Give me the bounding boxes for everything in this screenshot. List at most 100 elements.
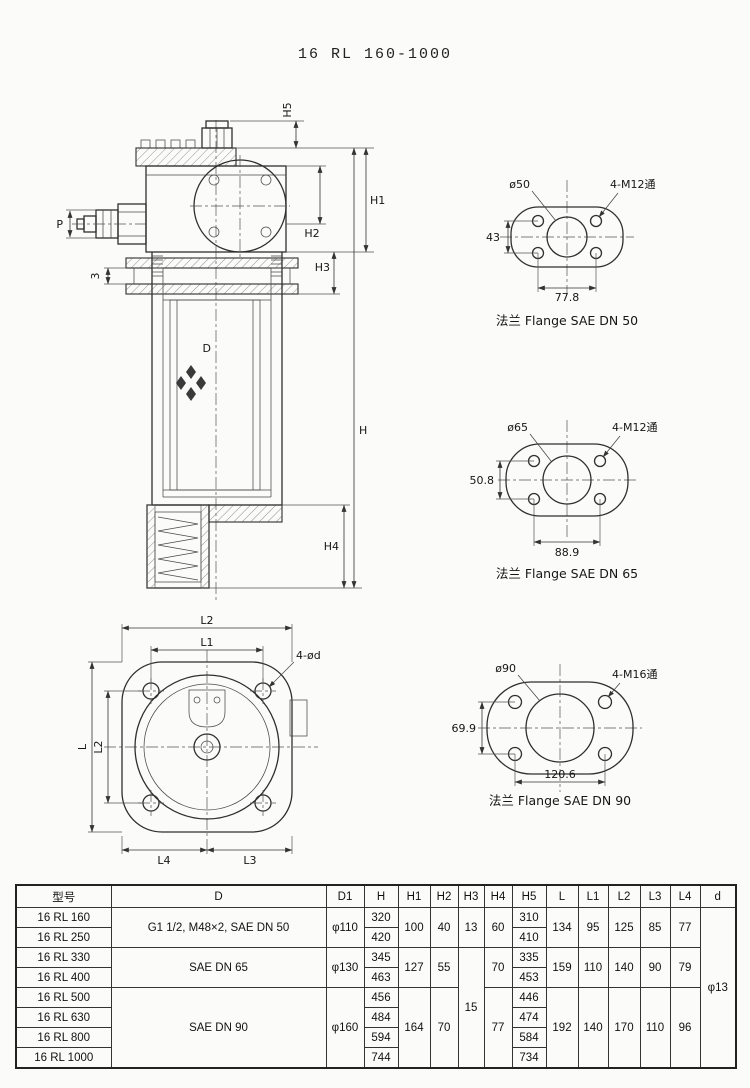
side-tab [289, 699, 308, 737]
cell-model: 16 RL 330 [15, 947, 112, 968]
bottom-view: L2 L1 L L2 L4 L3 4-ød [76, 614, 321, 867]
cell-model: 16 RL 160 [15, 907, 112, 928]
cell-L1: 140 [577, 987, 609, 1069]
cell-H1: 164 [397, 987, 431, 1069]
cell-model: 16 RL 630 [15, 1007, 112, 1028]
bolt-callout: 4-M12通 [610, 178, 655, 191]
dim-label-l: L [76, 743, 89, 750]
cell-H3: 13 [457, 907, 485, 948]
cell-H: 320 [363, 907, 399, 928]
cell-model: 16 RL 250 [15, 927, 112, 948]
cell-L3: 90 [639, 947, 671, 988]
col-header-L2: L2 [607, 884, 641, 908]
col-header-D: D [110, 884, 327, 908]
cell-L1: 95 [577, 907, 609, 948]
cell-H4: 60 [483, 907, 513, 948]
dim-label-l2-top: L2 [200, 614, 213, 627]
dim-label-h5: H5 [281, 102, 294, 117]
cell-H1: 127 [397, 947, 431, 988]
bore-label: ø50 [509, 178, 530, 191]
table-row: 16 RL 330 SAE DN 65 φ130 345 127 55 15 7… [15, 947, 736, 1069]
dim-label-p: P [56, 218, 63, 231]
cell-H2: 40 [429, 907, 459, 948]
col-header-H5: H5 [511, 884, 547, 908]
flange-dn50-view: ø50 4-M12通 43 77.8 法兰 Flange SAE DN 50 [486, 178, 655, 328]
cell-L: 159 [545, 947, 579, 988]
cell-H2: 55 [429, 947, 459, 988]
inlet-port [72, 203, 150, 245]
vdim-label: 50.8 [470, 474, 495, 487]
flange-caption: 法兰 Flange SAE DN 65 [496, 566, 638, 581]
cell-D: SAE DN 65 [110, 947, 327, 988]
col-header-L4: L4 [669, 884, 701, 908]
breather-fitting [201, 120, 233, 149]
top-tab [188, 689, 226, 728]
col-header-d: d [699, 884, 737, 908]
main-section-view: P 3 [56, 102, 385, 600]
cell-H5: 734 [511, 1047, 547, 1069]
cell-L3: 110 [639, 987, 671, 1069]
cell-L2: 140 [607, 947, 641, 988]
cell-D1: φ110 [325, 907, 365, 948]
hdim-label: 77.8 [555, 291, 580, 304]
bore-label: ø65 [507, 421, 528, 434]
cell-H5: 446 [511, 987, 547, 1008]
cell-model: 16 RL 400 [15, 967, 112, 988]
flange-dn65-view: ø65 4-M12通 50.8 88.9 法兰 Flange SAE DN 65 [470, 420, 657, 581]
cell-H: 744 [363, 1047, 399, 1069]
cell-L4: 77 [669, 907, 701, 948]
col-header-H3: H3 [457, 884, 485, 908]
dim-label-l4: L4 [157, 854, 170, 867]
table-row: 16 RL 630 484 474 [15, 1007, 736, 1028]
cell-L: 192 [545, 987, 579, 1069]
table-row: 16 RL 500 SAE DN 90 φ160 456 164 70 77 4… [15, 987, 736, 1069]
dim-label-gap: 3 [89, 273, 102, 280]
bore-label: ø90 [495, 662, 516, 675]
table-row: 16 RL 400 463 453 [15, 967, 736, 988]
hdim-label: 120.6 [544, 768, 576, 781]
mounting-collar [125, 257, 299, 295]
hdim-label: 88.9 [555, 546, 580, 559]
cell-D1: φ130 [325, 947, 365, 988]
cell-H4: 77 [483, 987, 513, 1069]
col-header-L3: L3 [639, 884, 671, 908]
callout-bolt-holes: 4-ød [296, 649, 321, 662]
cell-H5: 310 [511, 907, 547, 928]
cell-H4: 70 [483, 947, 513, 988]
col-header-H4: H4 [483, 884, 513, 908]
cell-d: φ13 [699, 907, 737, 1069]
cell-H5: 474 [511, 1007, 547, 1028]
dim-label-l2-left: L2 [92, 740, 105, 753]
cell-H: 463 [363, 967, 399, 988]
col-header-L1: L1 [577, 884, 609, 908]
cell-H5: 410 [511, 927, 547, 948]
flange-caption: 法兰 Flange SAE DN 50 [496, 313, 638, 328]
table-row: 16 RL 800 594 584 [15, 1027, 736, 1048]
col-header-model: 型号 [15, 884, 112, 908]
cell-H: 594 [363, 1027, 399, 1048]
cell-model: 16 RL 500 [15, 987, 112, 1008]
cell-L2: 170 [607, 987, 641, 1069]
cover-plate [135, 139, 237, 167]
spec-table: 型号 D D1 H H1 H2 H3 H4 H5 L L1 L2 L3 L4 d… [15, 884, 737, 1069]
col-header-H1: H1 [397, 884, 431, 908]
dim-label-d: D [203, 342, 211, 355]
cell-model: 16 RL 800 [15, 1027, 112, 1048]
col-header-L: L [545, 884, 579, 908]
cell-L: 134 [545, 907, 579, 948]
header-row: 型号 D D1 H H1 H2 H3 H4 H5 L L1 L2 L3 L4 d [15, 884, 737, 908]
bolt-callout: 4-M12通 [612, 421, 657, 434]
cell-L3: 85 [639, 907, 671, 948]
cell-D1: φ160 [325, 987, 365, 1069]
cell-H: 420 [363, 927, 399, 948]
dim-label-h4: H4 [324, 540, 339, 553]
engineering-drawing: P 3 [56, 102, 657, 867]
vdim-label: 43 [486, 231, 500, 244]
cell-L4: 79 [669, 947, 701, 988]
cell-H5: 584 [511, 1027, 547, 1048]
flange-caption: 法兰 Flange SAE DN 90 [489, 793, 631, 808]
cell-H: 345 [363, 947, 399, 968]
table-row: 16 RL 1000 744 734 [15, 1047, 736, 1069]
col-header-D1: D1 [325, 884, 365, 908]
col-header-H: H [363, 884, 399, 908]
